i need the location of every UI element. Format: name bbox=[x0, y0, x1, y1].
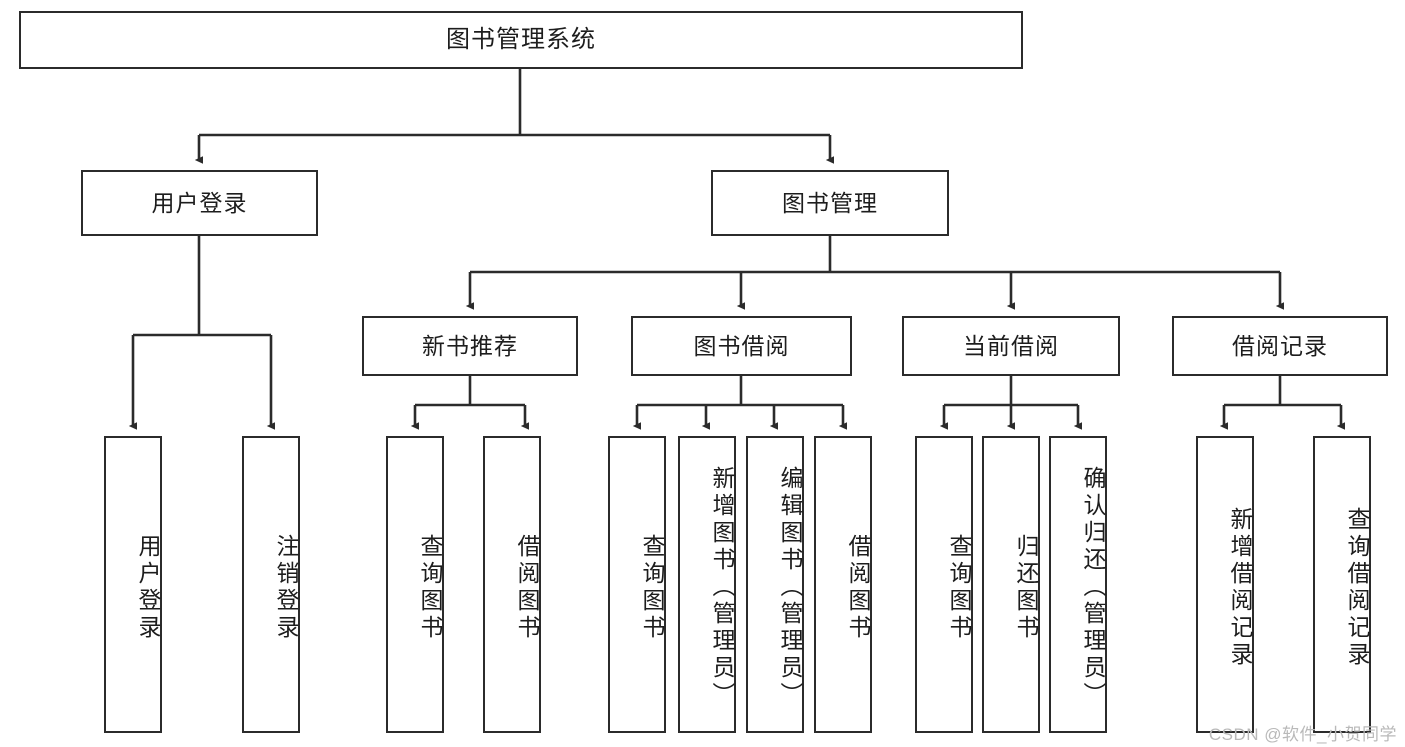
node-label: 图书借阅 bbox=[693, 332, 790, 359]
node-label: 图书管理 bbox=[782, 189, 878, 216]
node-book-management-system[interactable]: 图书管理系统 bbox=[19, 11, 1023, 69]
node-leaf-add-record[interactable]: 新增借阅记录 bbox=[1196, 436, 1254, 733]
node-label: 归还图书 bbox=[1013, 533, 1039, 642]
node-book-management[interactable]: 图书管理 bbox=[711, 170, 949, 236]
node-label: 新增图书（管理员） bbox=[709, 466, 735, 709]
node-label: 查询图书 bbox=[946, 533, 972, 642]
node-leaf-logout-login[interactable]: 注销登录 bbox=[242, 436, 300, 733]
node-label: 借阅记录 bbox=[1232, 332, 1328, 359]
node-leaf-add-book[interactable]: 新增图书（管理员） bbox=[678, 436, 736, 733]
node-label: 用户登录 bbox=[135, 533, 161, 642]
node-leaf-query-book-2[interactable]: 查询图书 bbox=[608, 436, 666, 733]
node-label: 查询图书 bbox=[417, 533, 443, 642]
node-leaf-query-record[interactable]: 查询借阅记录 bbox=[1313, 436, 1371, 733]
node-current-borrow[interactable]: 当前借阅 bbox=[902, 316, 1120, 376]
node-leaf-borrow-book-2[interactable]: 借阅图书 bbox=[814, 436, 872, 733]
node-leaf-edit-book[interactable]: 编辑图书（管理员） bbox=[746, 436, 804, 733]
node-label: 编辑图书（管理员） bbox=[777, 466, 803, 709]
node-label: 借阅图书 bbox=[845, 533, 871, 642]
node-leaf-borrow-book-1[interactable]: 借阅图书 bbox=[483, 436, 541, 733]
node-user-login[interactable]: 用户登录 bbox=[81, 170, 318, 236]
node-book-borrow[interactable]: 图书借阅 bbox=[631, 316, 852, 376]
node-label: 图书管理系统 bbox=[446, 26, 596, 54]
node-leaf-query-book-1[interactable]: 查询图书 bbox=[386, 436, 444, 733]
node-label: 注销登录 bbox=[273, 533, 299, 642]
node-label: 查询借阅记录 bbox=[1344, 506, 1370, 669]
node-leaf-query-book-3[interactable]: 查询图书 bbox=[915, 436, 973, 733]
node-label: 新增借阅记录 bbox=[1227, 506, 1253, 669]
csdn-watermark: CSDN @软件_小贺同学 bbox=[1208, 725, 1397, 744]
node-label: 确认归还（管理员） bbox=[1080, 466, 1106, 709]
node-label: 当前借阅 bbox=[963, 332, 1059, 359]
node-label: 新书推荐 bbox=[422, 332, 518, 359]
node-leaf-return-book[interactable]: 归还图书 bbox=[982, 436, 1040, 733]
node-new-book-recommend[interactable]: 新书推荐 bbox=[362, 316, 578, 376]
node-borrow-record[interactable]: 借阅记录 bbox=[1172, 316, 1388, 376]
node-label: 查询图书 bbox=[639, 533, 665, 642]
node-leaf-user-login[interactable]: 用户登录 bbox=[104, 436, 162, 733]
node-leaf-confirm-return[interactable]: 确认归还（管理员） bbox=[1049, 436, 1107, 733]
node-label: 用户登录 bbox=[151, 189, 248, 216]
node-label: 借阅图书 bbox=[514, 533, 540, 642]
